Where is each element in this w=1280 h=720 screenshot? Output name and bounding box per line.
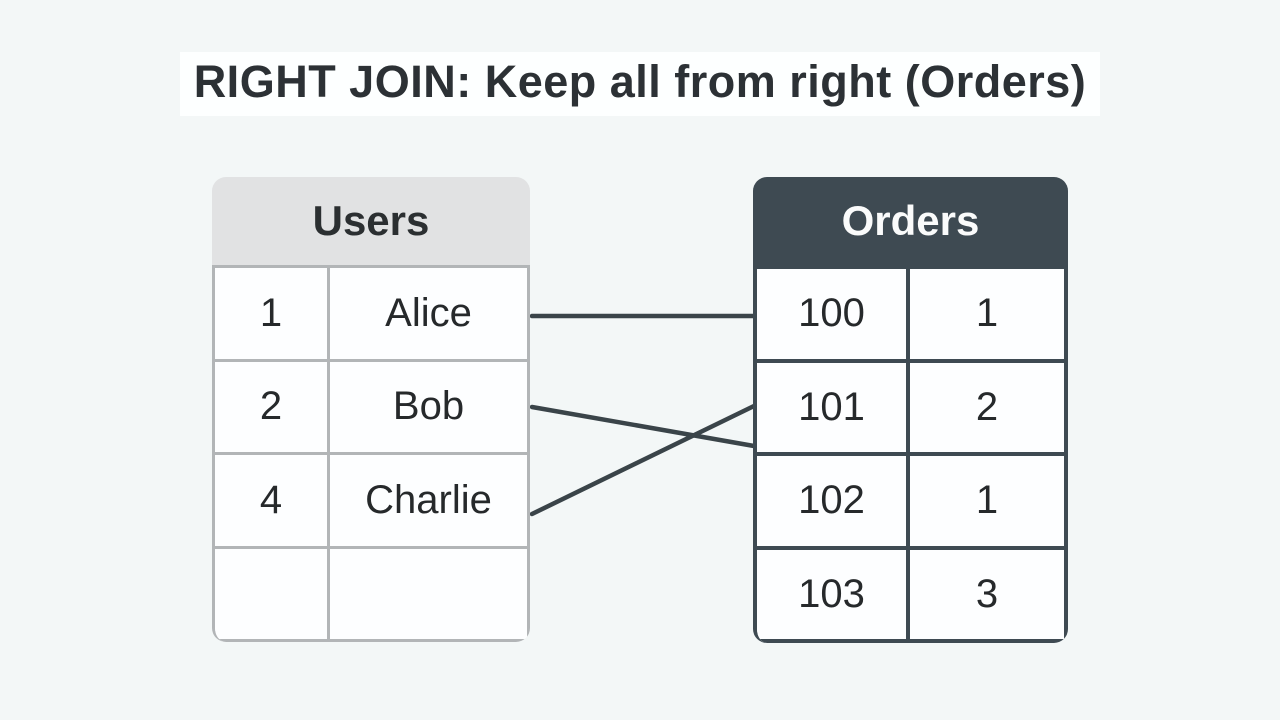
table-cell: 102 [757,456,910,550]
table-cell-empty [330,548,530,642]
table-cell: 4 [215,455,330,549]
table-cell: 101 [757,362,910,456]
table-cell: 2 [215,361,330,455]
page-title: RIGHT JOIN: Keep all from right (Orders) [0,52,1280,116]
orders-table-header: Orders [753,177,1068,265]
table-cell: 103 [757,549,910,643]
join-line [529,403,757,517]
table-cell: 3 [910,549,1068,643]
page-title-text: RIGHT JOIN: Keep all from right (Orders) [179,52,1101,116]
users-table-body: 1 Alice 2 Bob 4 Charlie [212,265,530,642]
join-line [529,404,757,449]
table-cell: 1 [910,269,1068,363]
table-cell: 1 [910,456,1068,550]
table-cell: 100 [757,269,910,363]
table-cell: Charlie [330,455,530,549]
users-table-header: Users [212,177,530,265]
table-cell: Alice [330,268,530,362]
table-cell: 2 [910,362,1068,456]
table-cell-empty [215,548,330,642]
table-cell: 1 [215,268,330,362]
orders-table-body: 100 1 101 2 102 1 103 3 [753,265,1068,643]
orders-table: Orders 100 1 101 2 102 1 103 3 [753,177,1068,643]
users-table: Users 1 Alice 2 Bob 4 Charlie [212,177,530,642]
table-cell: Bob [330,361,530,455]
